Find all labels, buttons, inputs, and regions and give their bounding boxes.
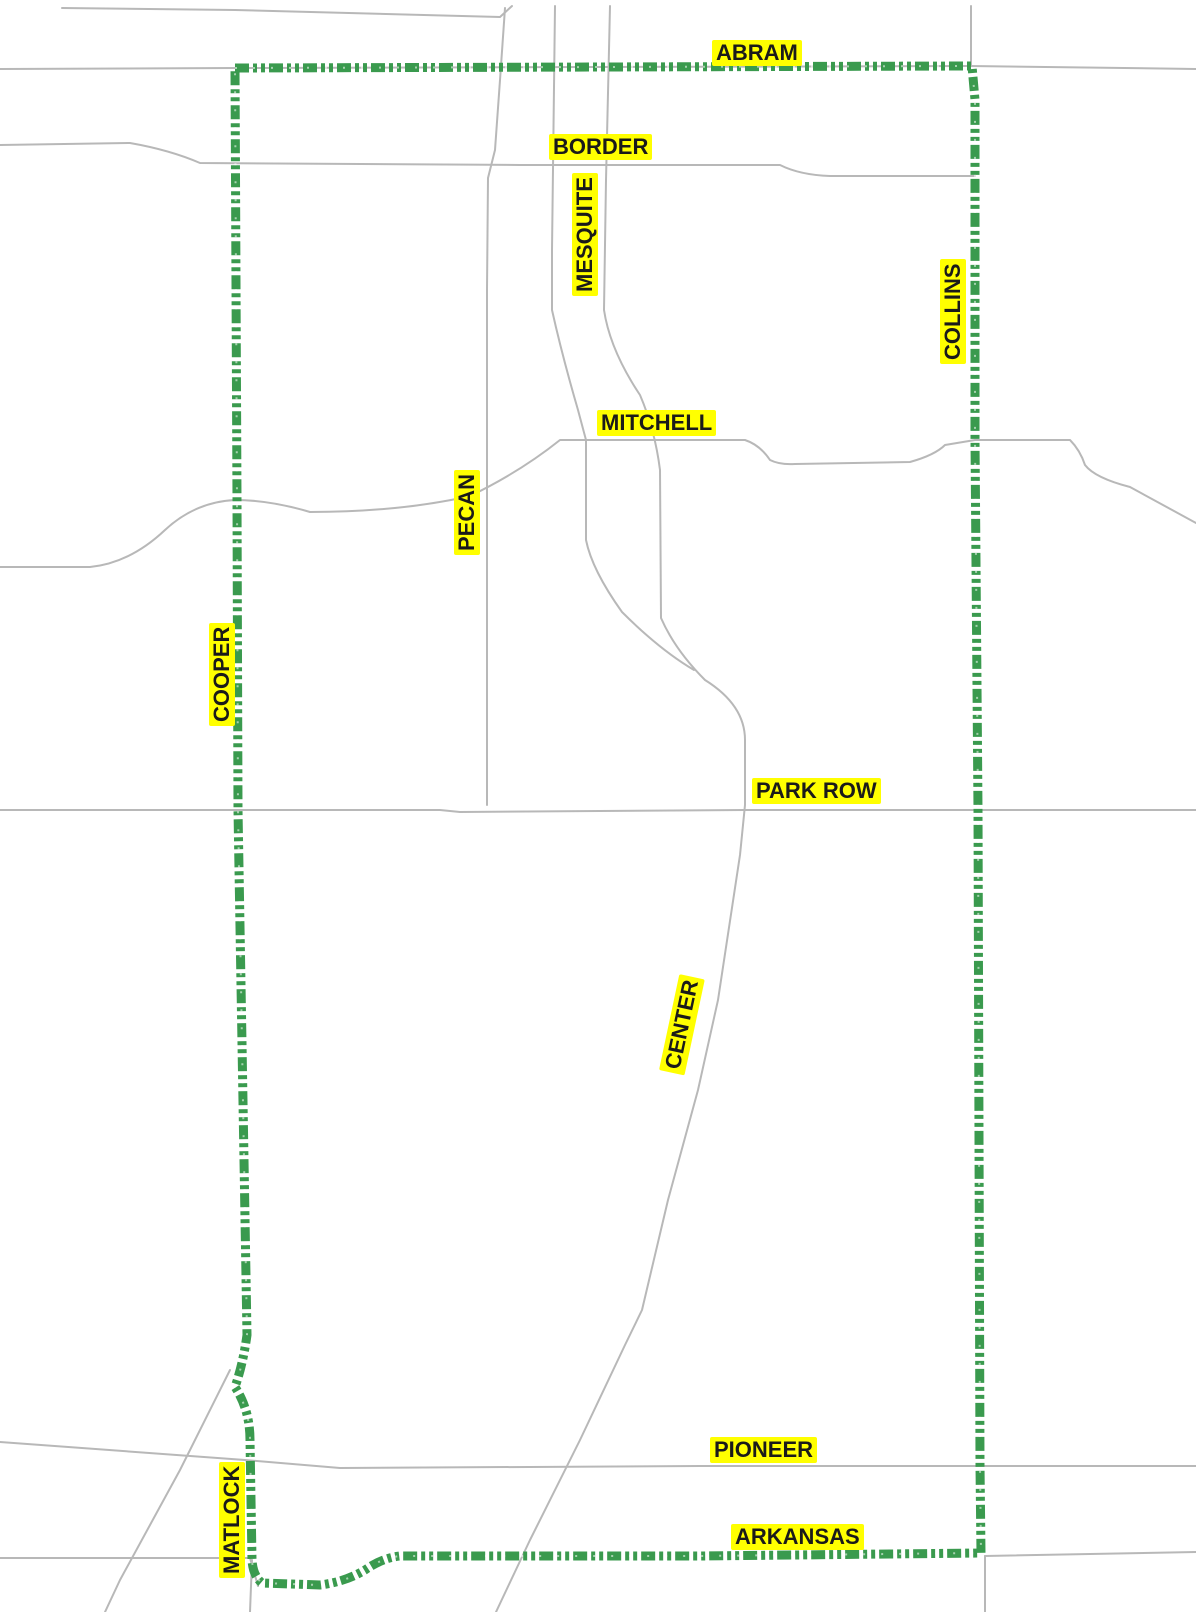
road-diagonal-sw xyxy=(104,1369,231,1612)
route-boundary xyxy=(230,61,986,1590)
label-pioneer: PIONEER xyxy=(710,1437,818,1463)
road-pecan xyxy=(486,7,506,806)
label-pecan: PECAN xyxy=(454,469,480,555)
label-matlock: MATLOCK xyxy=(219,1461,245,1578)
label-collins: COLLINS xyxy=(940,259,966,364)
road-border xyxy=(0,142,976,177)
route-path xyxy=(230,61,986,1590)
road-pioneer xyxy=(0,1441,1196,1469)
label-border: BORDER xyxy=(549,134,653,160)
label-mitchell: MITCHELL xyxy=(597,410,717,436)
road-park-row xyxy=(0,809,1196,813)
label-arkansas: ARKANSAS xyxy=(731,1524,864,1550)
road-mitchell xyxy=(0,439,1196,568)
road-mesquite-east xyxy=(495,5,746,1612)
road-abram xyxy=(0,65,1196,70)
label-park-row: PARK ROW xyxy=(752,778,881,804)
route-stripes xyxy=(233,64,983,1587)
label-abram: ABRAM xyxy=(712,40,802,66)
label-mesquite: MESQUITE xyxy=(572,173,598,296)
road-top-edge xyxy=(61,5,513,18)
road-mesquite-west xyxy=(551,5,695,671)
road-network xyxy=(0,5,1196,1612)
label-cooper: COOPER xyxy=(209,622,235,726)
road-arkansas-east xyxy=(984,1551,1196,1557)
